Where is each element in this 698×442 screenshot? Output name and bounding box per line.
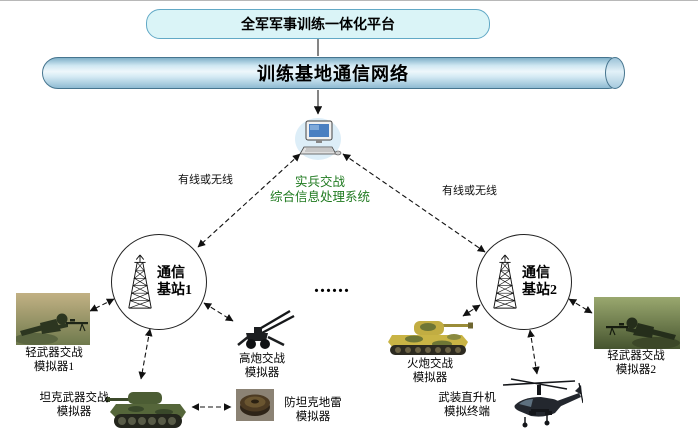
network-label: 训练基地通信网络 <box>257 64 409 84</box>
computer-icon <box>294 117 342 161</box>
aa-gun-label: 高炮交战 模拟器 <box>239 353 285 379</box>
mine-label: 防坦克地雷 模拟器 <box>284 397 342 423</box>
link-station2-artillery <box>462 304 481 317</box>
artillery-image <box>384 309 474 355</box>
aa-gun-image <box>236 307 298 351</box>
soldier-image-1 <box>16 293 90 345</box>
base-station-1-label: 通信 基站1 <box>157 266 192 298</box>
link-computer-station1 <box>197 153 301 248</box>
helicopter-image <box>497 377 583 435</box>
link-station1-soldier1 <box>89 298 115 312</box>
wire-label-left: 有线或无线 <box>178 174 233 186</box>
link-station1-tank <box>138 328 153 380</box>
link-station1-aagun <box>203 302 234 322</box>
artillery-label: 火炮交战 模拟器 <box>407 358 453 384</box>
link-computer-station2 <box>342 153 486 253</box>
base-station-1: 通信 基站1 <box>111 234 207 330</box>
tower-icon <box>491 253 519 311</box>
soldier-image-2 <box>594 297 680 349</box>
link-station2-helicopter <box>527 329 540 375</box>
network-cylinder: 训练基地通信网络 <box>42 56 625 89</box>
mine-image <box>236 389 274 421</box>
processor-label-line2: 综合信息处理系统 <box>269 190 370 204</box>
cylinder-end-cap <box>605 56 625 89</box>
link-station2-soldier2 <box>568 298 593 314</box>
soldier1-label: 轻武器交战 模拟器1 <box>25 347 83 373</box>
platform-box: 全军军事训练一体化平台 <box>146 9 490 39</box>
tank-image <box>106 382 188 430</box>
tower-icon <box>126 253 154 311</box>
wire-label-right: 有线或无线 <box>442 185 497 197</box>
ellipsis-dots: ...... <box>314 275 350 297</box>
base-station-2-label: 通信 基站2 <box>522 266 557 298</box>
base-station-2: 通信 基站2 <box>476 234 572 330</box>
processor-label: 实兵交战 综合信息处理系统 <box>240 175 400 205</box>
platform-label: 全军军事训练一体化平台 <box>241 18 395 33</box>
tank-label: 坦克武器交战 模拟器 <box>39 392 109 418</box>
soldier2-label: 轻武器交战 模拟器2 <box>607 350 665 376</box>
processor-label-line1: 实兵交战 <box>294 175 345 189</box>
helicopter-label: 武装直升机 模拟终端 <box>438 392 496 418</box>
